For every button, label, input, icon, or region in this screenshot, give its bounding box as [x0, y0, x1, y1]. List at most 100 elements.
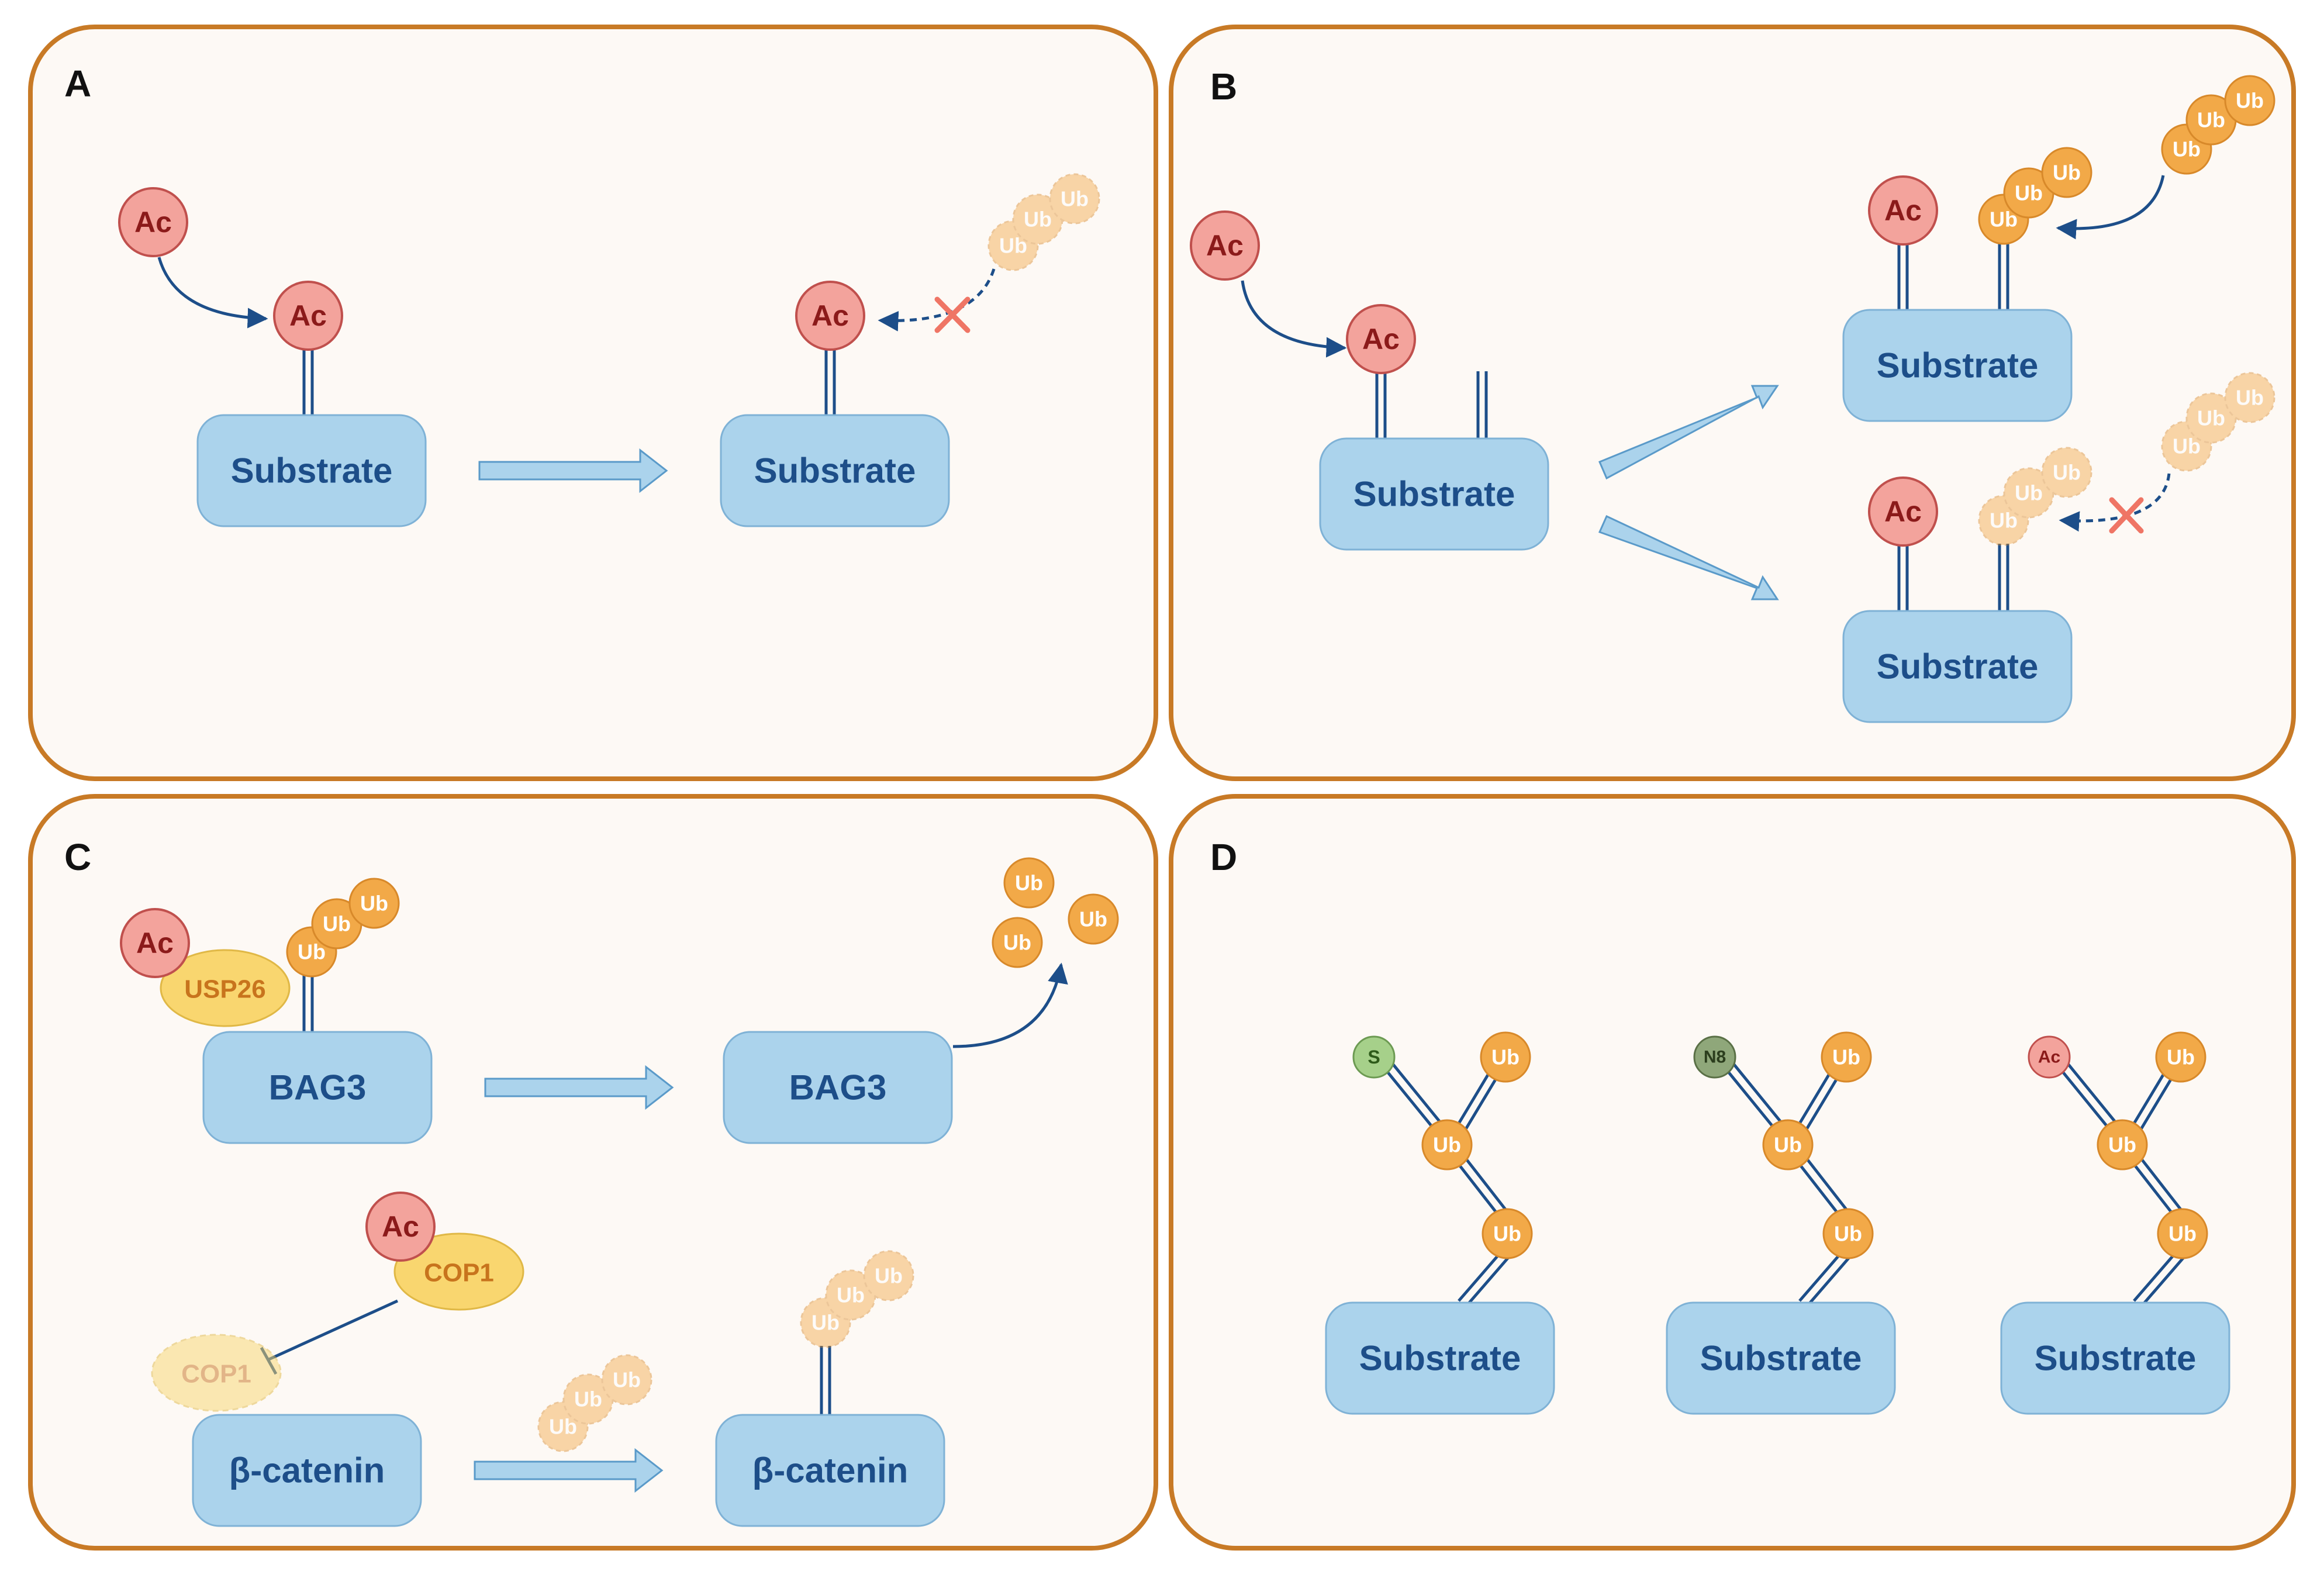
svg-text:Substrate: Substrate — [1353, 475, 1515, 514]
bag3-deubiquitinated: BAG3 — [723, 1031, 953, 1144]
faded-ubiquitin-chain: Ub Ub Ub — [987, 173, 1100, 271]
svg-text:Ub: Ub — [811, 1311, 840, 1335]
svg-text:β-catenin: β-catenin — [752, 1451, 909, 1490]
svg-text:Ac: Ac — [811, 299, 849, 332]
svg-text:Ub: Ub — [2197, 108, 2225, 132]
acetyl-group: Ac — [1190, 210, 1260, 281]
substrate-box — [1842, 610, 2073, 723]
ub-release-arrow — [952, 962, 1068, 1048]
substrate-ac-ub: Ac Ub Ub Ub Substrate — [1842, 147, 2092, 422]
ubiquitination-arrow — [2056, 175, 2165, 240]
svg-text:Ub: Ub — [1003, 931, 1031, 955]
svg-text:Ub: Ub — [2053, 461, 2081, 485]
svg-text:Substrate: Substrate — [1877, 647, 2039, 686]
beta-catenin-box — [715, 1414, 945, 1527]
svg-text:Ub: Ub — [1491, 1045, 1520, 1069]
svg-text:Ub: Ub — [2015, 181, 2043, 205]
svg-text:Ub: Ub — [574, 1387, 602, 1411]
beta-catenin-box — [192, 1414, 422, 1527]
svg-text:BAG3: BAG3 — [269, 1068, 367, 1107]
block-x-icon — [2109, 497, 2144, 534]
svg-text:Substrate: Substrate — [1359, 1339, 1521, 1378]
process-arrow-up — [1598, 385, 1779, 480]
svg-text:Ub: Ub — [1834, 1222, 1862, 1246]
svg-text:Ac: Ac — [136, 927, 174, 959]
block-x-icon — [934, 296, 971, 333]
svg-text:Ub: Ub — [360, 892, 388, 916]
svg-text:Ub: Ub — [2173, 434, 2201, 458]
svg-text:Ub: Ub — [2015, 481, 2043, 505]
svg-text:Ub: Ub — [1493, 1222, 1521, 1246]
panel-c-letter: C — [64, 836, 91, 878]
svg-text:BAG3: BAG3 — [789, 1068, 887, 1107]
usp26-ellipse — [160, 949, 291, 1027]
substrate-box — [1666, 1301, 1896, 1415]
svg-text:Ub: Ub — [549, 1415, 577, 1439]
blocked-ubiquitination-arrow — [2059, 473, 2171, 532]
panel-d: D S Ub Ub Ub Substrate — [1169, 794, 2296, 1551]
svg-text:Ub: Ub — [2167, 1045, 2195, 1069]
svg-text:Ub: Ub — [323, 912, 351, 936]
beta-catenin-left: β-catenin — [192, 1414, 422, 1527]
svg-text:Ub: Ub — [875, 1264, 903, 1288]
svg-text:Ub: Ub — [2168, 1222, 2197, 1246]
panel-b-letter: B — [1210, 65, 1237, 108]
acetylation-arrow — [1241, 280, 1347, 358]
process-arrow — [474, 1448, 664, 1493]
svg-text:Ac: Ac — [1884, 194, 1922, 227]
svg-text:Ub: Ub — [1061, 187, 1089, 211]
process-arrow — [478, 448, 668, 493]
svg-text:Ac: Ac — [2038, 1048, 2060, 1067]
svg-text:Substrate: Substrate — [231, 451, 393, 491]
process-arrow — [484, 1065, 674, 1110]
svg-text:Ub: Ub — [613, 1368, 641, 1392]
acetyl-ub-branch: Ac Ub Ub Ub Substrate — [2000, 1031, 2230, 1415]
nedd8-ub-branch: N8 Ub Ub Ub Substrate — [1666, 1031, 1896, 1415]
svg-text:Ub: Ub — [2173, 137, 2201, 161]
svg-text:Ac: Ac — [1362, 323, 1400, 355]
blocked-ubiquitination-arrow — [878, 268, 996, 332]
svg-text:Substrate: Substrate — [2035, 1339, 2197, 1378]
substrate-box — [1842, 309, 2073, 422]
svg-text:Ub: Ub — [2236, 386, 2264, 410]
svg-text:Ac: Ac — [1206, 229, 1244, 262]
released-ubiquitins: Ub Ub Ub — [992, 857, 1119, 968]
substrate-box — [1325, 1301, 1555, 1415]
panel-d-frame — [1169, 794, 2296, 1551]
svg-text:Ub: Ub — [837, 1283, 865, 1307]
panel-b-frame — [1169, 25, 2296, 781]
svg-text:Ac: Ac — [1884, 495, 1922, 528]
svg-text:COP1: COP1 — [424, 1259, 494, 1287]
svg-text:Ub: Ub — [298, 940, 326, 964]
svg-text:Ub: Ub — [2236, 89, 2264, 113]
svg-text:N8: N8 — [1704, 1048, 1726, 1067]
bag3-complex-left: USP26 Ac Ub Ub Ub BAG3 — [120, 878, 433, 1144]
cop1-ellipse — [393, 1232, 524, 1311]
substrate-ac-blocked: Ac Ub Ub Ub Substrate — [1842, 447, 2092, 723]
svg-text:Ac: Ac — [289, 299, 327, 332]
svg-text:Ub: Ub — [1433, 1133, 1461, 1157]
svg-text:Ub: Ub — [1024, 208, 1052, 232]
faded-ubiquitin-chain: Ub Ub Ub — [2161, 372, 2275, 472]
acetyl-group: Ac — [118, 187, 188, 257]
substrate-box — [1319, 437, 1549, 551]
substrate-box — [720, 414, 950, 527]
bag3-box — [723, 1031, 953, 1144]
svg-text:Ub: Ub — [1079, 907, 1107, 931]
substrate-box — [2000, 1301, 2230, 1415]
svg-text:Ub: Ub — [2108, 1133, 2136, 1157]
svg-text:S: S — [1368, 1047, 1380, 1068]
sumo-ub-branch: S Ub Ub Ub Substrate — [1325, 1031, 1555, 1415]
panel-b: B Ac Ac Substrate Ac Ub — [1169, 25, 2296, 781]
svg-text:COP1: COP1 — [181, 1360, 251, 1389]
svg-text:Substrate: Substrate — [1877, 346, 2039, 385]
acetylation-arrow — [157, 257, 268, 329]
svg-text:Substrate: Substrate — [1700, 1339, 1862, 1378]
svg-text:Ub: Ub — [1015, 871, 1043, 895]
substrate-two-sites: Ac Substrate — [1319, 304, 1549, 551]
incoming-ubiquitin-chain: Ub Ub Ub — [2161, 75, 2275, 175]
cop1-ellipse — [151, 1334, 282, 1412]
svg-text:Ub: Ub — [2197, 406, 2225, 430]
svg-text:β-catenin: β-catenin — [229, 1451, 385, 1490]
